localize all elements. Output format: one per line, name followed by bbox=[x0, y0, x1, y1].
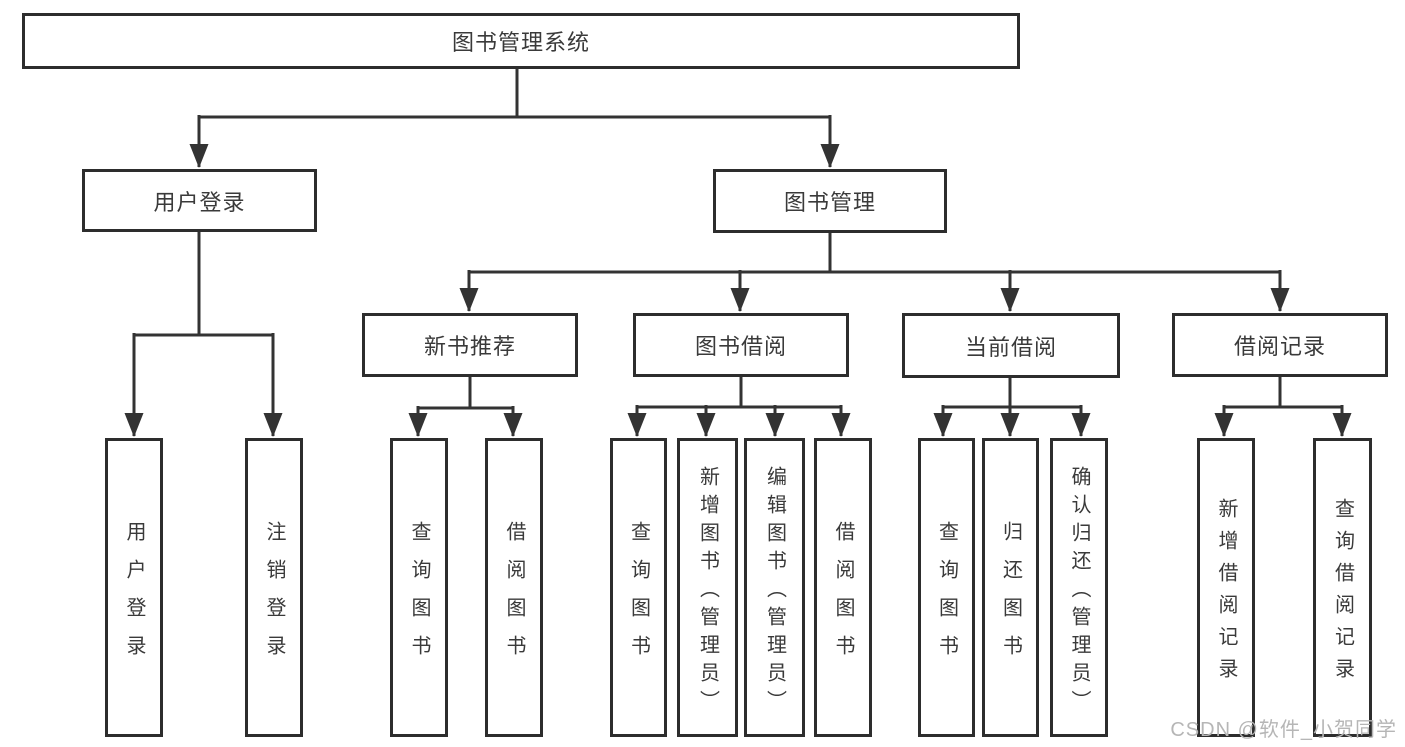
leaf-user-login: 用户登录 bbox=[105, 438, 163, 737]
leaf-query-current: 查询图书 bbox=[918, 438, 975, 737]
node-label: 新书推荐 bbox=[423, 334, 516, 359]
leaf-label: 归还图书 bbox=[999, 520, 1022, 673]
leaf-label: 查询图书 bbox=[627, 520, 650, 673]
node-label: 当前借阅 bbox=[964, 334, 1057, 360]
leaf-label: 查询借阅记录 bbox=[1331, 497, 1354, 690]
leaf-logout: 注销登录 bbox=[245, 438, 303, 737]
leaf-label: 确认归还（管理员） bbox=[1068, 465, 1090, 718]
leaf-label: 借阅图书 bbox=[503, 520, 525, 673]
leaf-edit-book-admin: 编辑图书（管理员） bbox=[744, 438, 805, 737]
node-borrow-record: 借阅记录 bbox=[1172, 313, 1388, 377]
leaf-label: 新增借阅记录 bbox=[1215, 497, 1237, 690]
csdn-watermark: CSDN @软件_小贺同学 bbox=[1170, 719, 1397, 741]
leaf-label: 用户登录 bbox=[123, 520, 145, 673]
leaf-label: 借阅图书 bbox=[832, 520, 854, 673]
leaf-borrow-book-recommend: 借阅图书 bbox=[485, 438, 543, 737]
leaf-label: 查询图书 bbox=[935, 520, 958, 673]
node-label: 用户登录 bbox=[153, 189, 246, 215]
node-user-login: 用户登录 bbox=[82, 169, 317, 232]
node-label: 图书管理 bbox=[783, 190, 876, 215]
leaf-return-book: 归还图书 bbox=[982, 438, 1039, 737]
node-label: 借阅记录 bbox=[1233, 334, 1326, 359]
leaf-query-book-recommend: 查询图书 bbox=[390, 438, 448, 737]
leaf-add-borrow-record: 新增借阅记录 bbox=[1197, 438, 1255, 737]
leaf-query-book: 查询图书 bbox=[610, 438, 667, 737]
leaf-label: 查询图书 bbox=[408, 520, 430, 673]
leaf-add-book-admin: 新增图书（管理员） bbox=[677, 438, 738, 737]
node-label: 图书借阅 bbox=[694, 334, 787, 359]
leaf-query-borrow-record: 查询借阅记录 bbox=[1313, 438, 1372, 737]
leaf-label: 新增图书（管理员） bbox=[696, 465, 719, 718]
node-system-root: 图书管理系统 bbox=[22, 13, 1020, 69]
leaf-label: 注销登录 bbox=[263, 520, 285, 673]
node-label: 图书管理系统 bbox=[451, 30, 590, 55]
node-book-borrow: 图书借阅 bbox=[633, 313, 849, 377]
leaf-label: 编辑图书（管理员） bbox=[763, 465, 786, 718]
leaf-borrow-book: 借阅图书 bbox=[814, 438, 872, 737]
node-book-management: 图书管理 bbox=[713, 169, 947, 233]
leaf-confirm-return-admin: 确认归还（管理员） bbox=[1050, 438, 1108, 737]
node-new-book-recommend: 新书推荐 bbox=[362, 313, 578, 377]
node-current-borrow: 当前借阅 bbox=[902, 313, 1120, 378]
